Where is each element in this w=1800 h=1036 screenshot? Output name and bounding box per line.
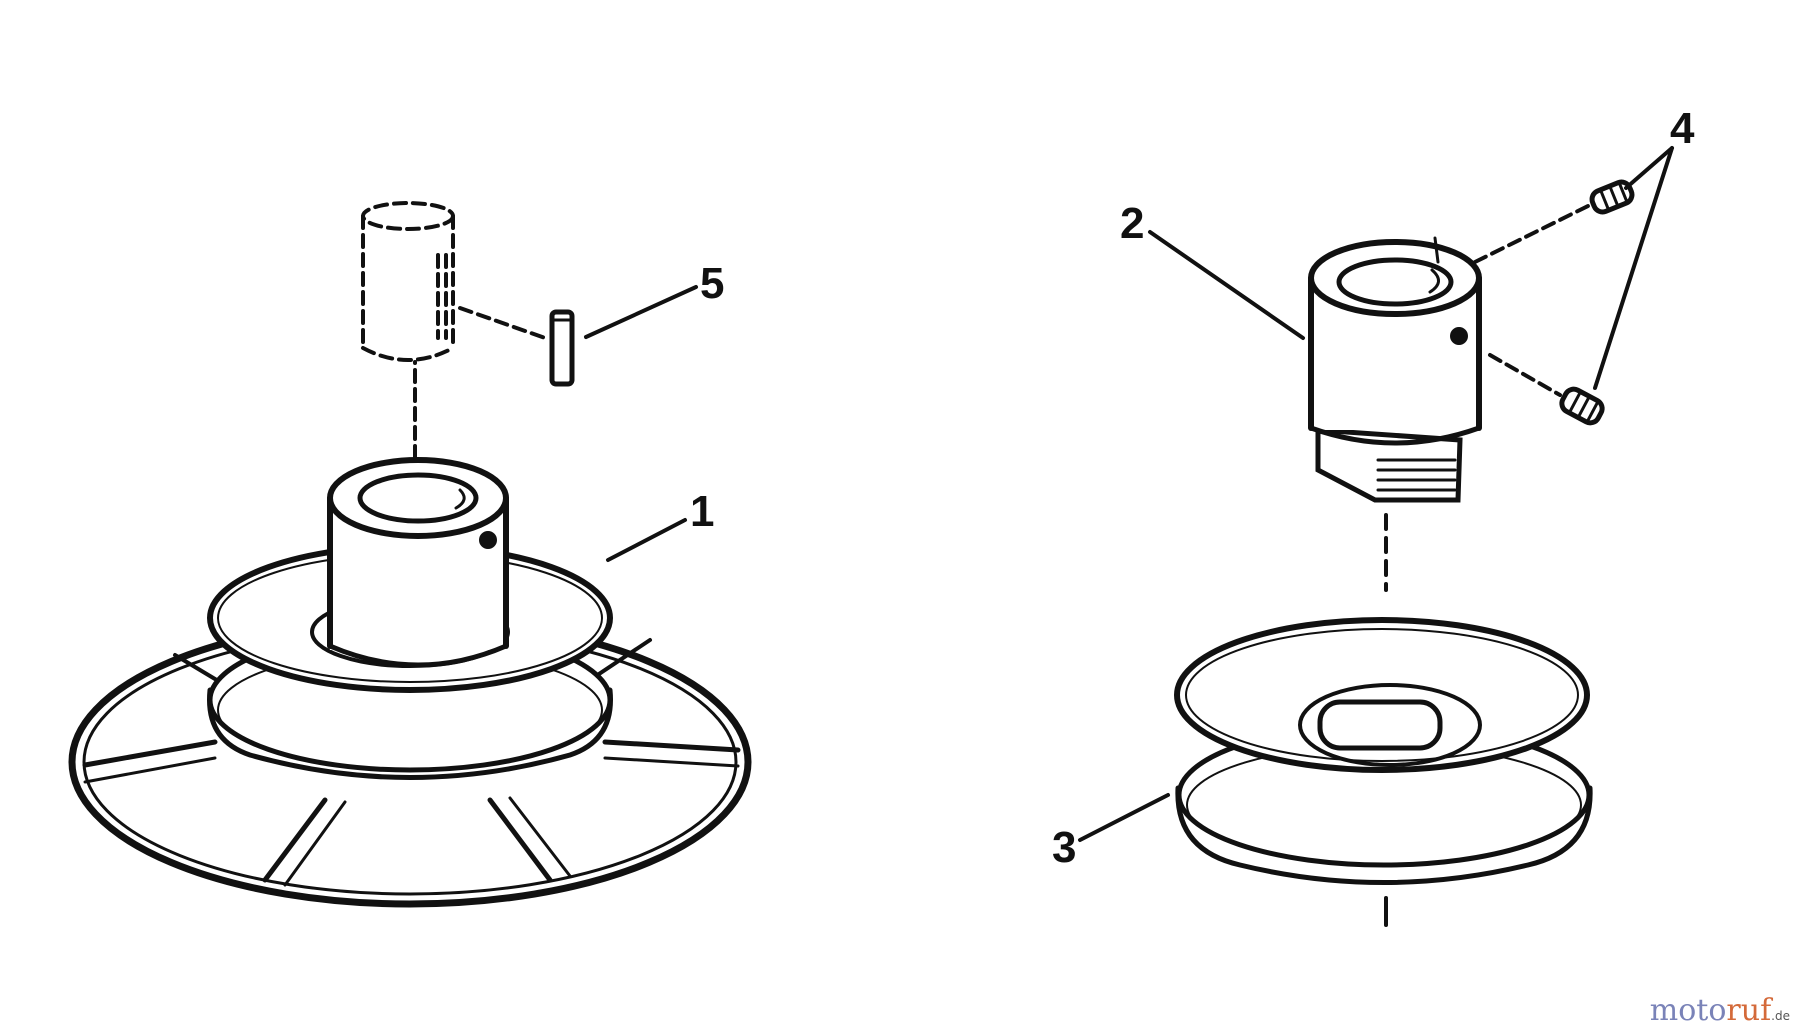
shaft-phantom	[361, 201, 455, 460]
watermark-part-a: moto	[1649, 993, 1727, 1028]
set-screw-upper	[1589, 179, 1635, 215]
callout-3: 3	[1052, 823, 1076, 872]
watermark-part-b: ruf	[1726, 993, 1772, 1028]
v-pulley-small	[1174, 617, 1593, 885]
set-screws	[1473, 179, 1635, 426]
callout-4: 4	[1670, 104, 1695, 153]
set-screw-lower	[1559, 386, 1605, 426]
pulley-hub	[327, 457, 509, 668]
drive-pulley-assembly	[1174, 179, 1635, 927]
callout-5: 5	[700, 259, 724, 308]
pulley-adapter	[1308, 236, 1482, 503]
shaft-key	[458, 306, 575, 387]
driven-pulley-assembly	[68, 201, 752, 908]
watermark-logo: motoruf.de	[1650, 993, 1790, 1028]
callout-1: 1	[690, 487, 714, 536]
callout-2: 2	[1120, 199, 1144, 248]
watermark-tld: .de	[1771, 1009, 1790, 1023]
leader-lines	[584, 146, 1674, 842]
